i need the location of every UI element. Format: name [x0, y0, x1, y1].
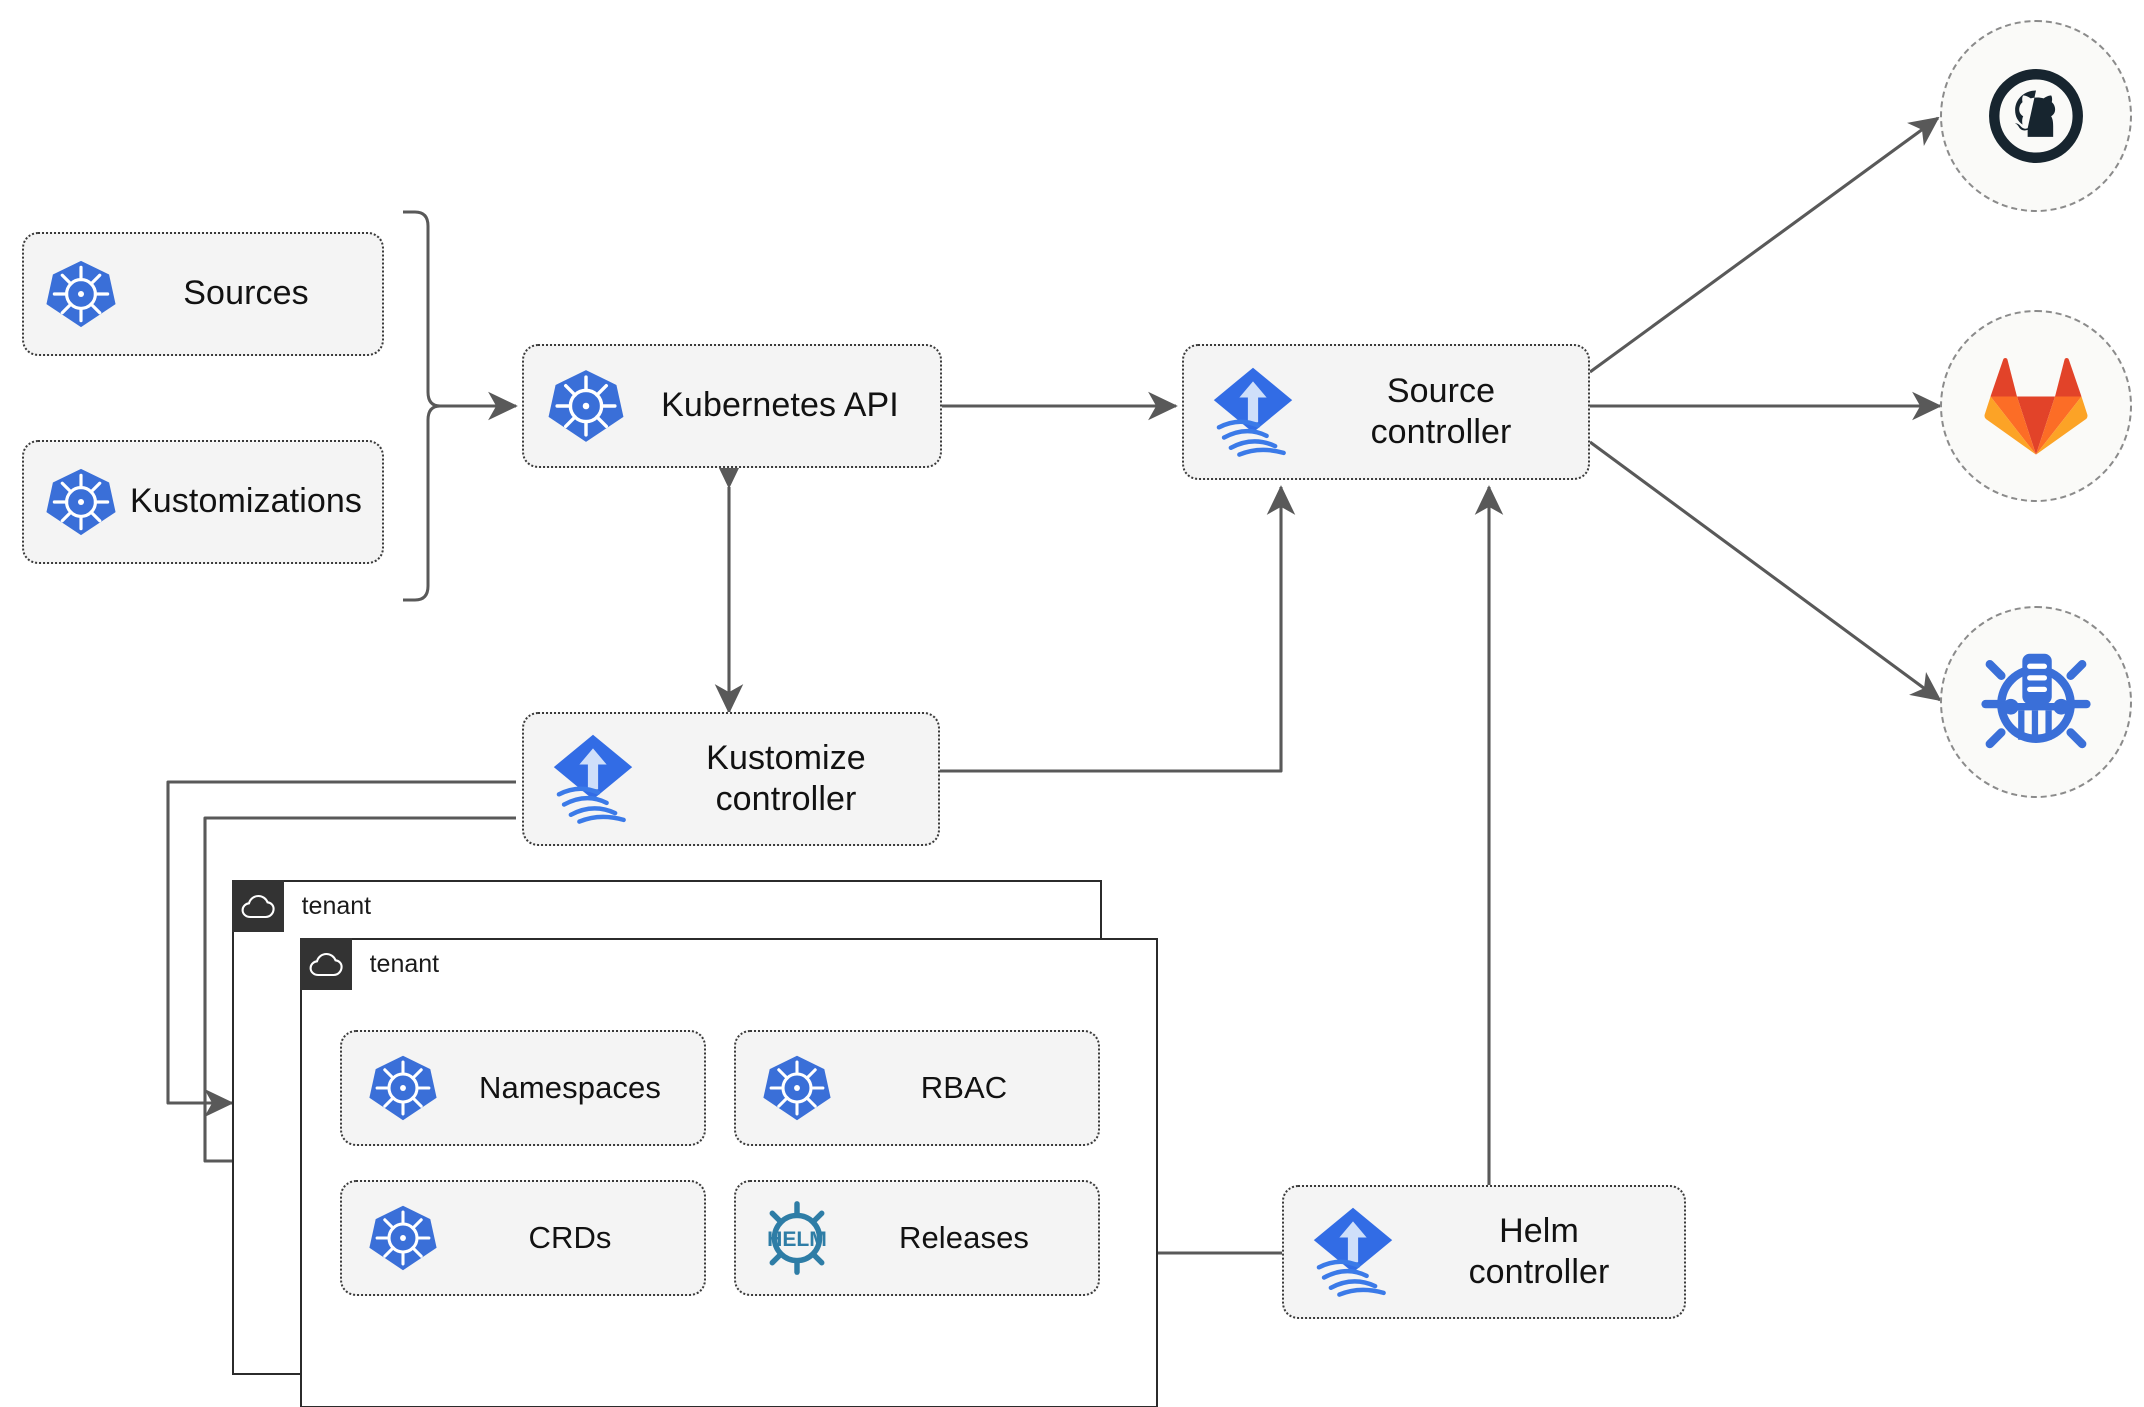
- node-kubernetes-api[interactable]: Kubernetes API: [522, 344, 942, 468]
- node-label: Kubernetes API: [661, 386, 899, 425]
- node-label: Namespaces: [479, 1070, 661, 1106]
- endpoint-helm-repository[interactable]: [1940, 606, 2132, 798]
- node-source-controller[interactable]: Source controller: [1182, 344, 1590, 480]
- tenant-label-back: tenant: [301, 891, 372, 920]
- node-label: Sources: [183, 274, 309, 313]
- kubernetes-icon: [538, 367, 634, 445]
- node-label: Kustomizations: [130, 482, 362, 521]
- node-namespaces[interactable]: Namespaces: [340, 1030, 706, 1146]
- github-icon: [1989, 69, 2083, 163]
- node-sources[interactable]: Sources: [22, 232, 384, 356]
- node-label: Releases: [898, 1220, 1030, 1256]
- flux-icon: [1198, 366, 1308, 458]
- tenant-label-front: tenant: [369, 949, 440, 978]
- node-releases[interactable]: HELM Releases: [734, 1180, 1100, 1296]
- node-kustomizations[interactable]: Kustomizations: [22, 440, 384, 564]
- node-rbac[interactable]: RBAC: [734, 1030, 1100, 1146]
- flux-icon: [538, 733, 648, 825]
- tenant-container-front: tenant: [299, 937, 1158, 1407]
- tenant-header-front: tenant: [299, 937, 440, 990]
- node-label: Kustomize controller: [706, 738, 866, 818]
- helm-repository-icon: [1981, 653, 2091, 749]
- node-kustomize-controller[interactable]: Kustomize controller: [522, 712, 940, 846]
- cloud-icon: [231, 879, 284, 932]
- kubernetes-icon: [356, 1203, 450, 1273]
- cloud-icon: [299, 937, 352, 990]
- kubernetes-icon: [356, 1053, 450, 1123]
- node-label: Source controller: [1370, 371, 1512, 451]
- node-label: CRDs: [528, 1220, 612, 1256]
- endpoint-github[interactable]: [1940, 20, 2132, 212]
- kubernetes-icon: [38, 258, 124, 330]
- gitlab-icon: [1984, 358, 2088, 455]
- node-label: RBAC: [920, 1070, 1008, 1106]
- kubernetes-icon: [750, 1053, 844, 1123]
- node-crds[interactable]: CRDs: [340, 1180, 706, 1296]
- endpoint-gitlab[interactable]: [1940, 310, 2132, 502]
- kubernetes-icon: [38, 466, 124, 538]
- helm-wordmark: HELM: [767, 1228, 827, 1251]
- helm-icon: HELM: [750, 1198, 844, 1278]
- tenant-header-back: tenant: [231, 879, 372, 932]
- node-helm-controller[interactable]: Helm controller: [1282, 1185, 1686, 1319]
- node-label: Helm controller: [1468, 1211, 1610, 1291]
- flux-icon: [1298, 1206, 1408, 1298]
